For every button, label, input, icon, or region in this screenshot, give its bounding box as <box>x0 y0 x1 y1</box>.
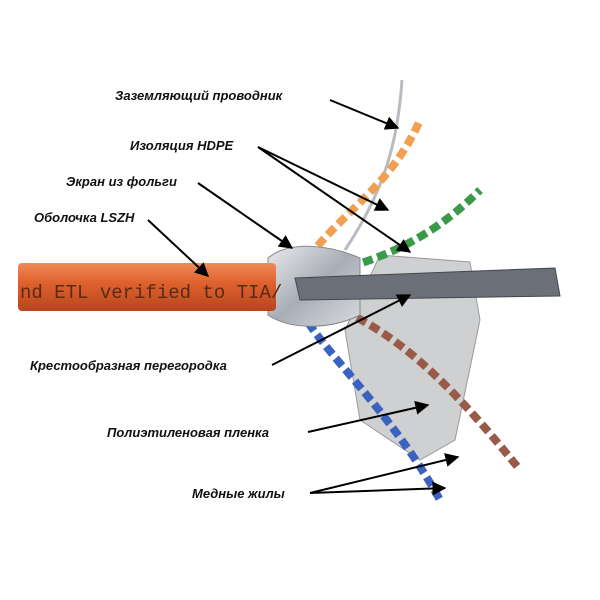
arrow-ground-wire <box>329 99 400 130</box>
ground-wire <box>343 79 404 251</box>
label-pe-film: Полиэтиленовая пленка <box>107 425 270 440</box>
arrow-cross-separator <box>271 294 412 366</box>
label-ground-wire: Заземляющий проводник <box>115 88 283 103</box>
arrow-copper-cores-lower <box>309 481 447 496</box>
arrow-foil-screen <box>197 182 294 249</box>
label-jacket: Оболочка LSZH <box>34 210 135 225</box>
arrow-insulation-green <box>257 146 412 253</box>
arrow-copper-cores-upper <box>309 453 460 494</box>
cross-separator <box>294 267 561 301</box>
label-copper-cores: Медные жилы <box>192 486 285 501</box>
blue-pair <box>296 307 444 502</box>
label-foil-screen: Экран из фольги <box>66 174 177 189</box>
label-insulation: Изоляция HDPE <box>130 138 234 153</box>
arrow-insulation-orange <box>257 146 390 211</box>
arrows <box>147 99 460 496</box>
label-cross-separator: Крестообразная перегородка <box>30 358 227 373</box>
arrow-pe-film <box>307 400 430 433</box>
jacket <box>18 263 276 311</box>
jacket-print: nd ETL verified to TIA/ <box>20 282 282 304</box>
arrow-jacket <box>147 219 210 277</box>
